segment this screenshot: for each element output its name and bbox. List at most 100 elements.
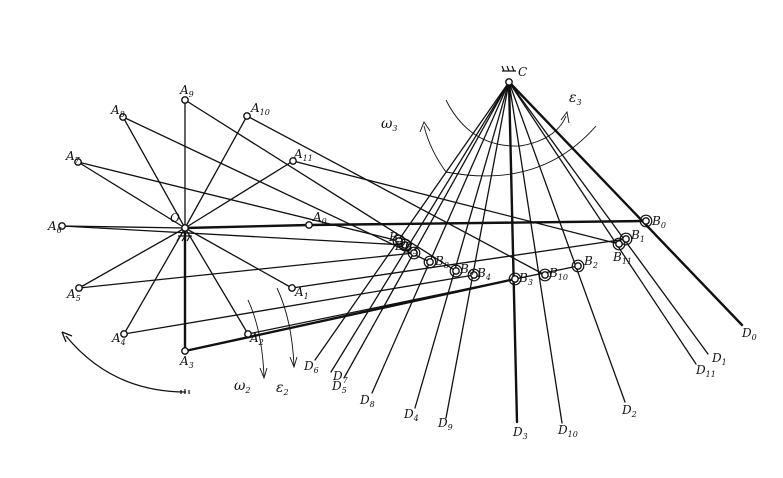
omega2-arrow bbox=[259, 367, 268, 380]
omega2-arc bbox=[247, 299, 265, 377]
crank-point-a7-label: A7 bbox=[65, 149, 81, 165]
crank-point-a8-label: A8 bbox=[110, 103, 125, 119]
rocker-link-5 bbox=[343, 81, 510, 379]
crank-link-7 bbox=[77, 161, 186, 229]
rocker-link-3 bbox=[507, 80, 519, 424]
rocker-link-9 bbox=[445, 81, 510, 419]
eps3-label: ε3 bbox=[569, 90, 582, 107]
rocker-end-d0-label: D0 bbox=[741, 326, 757, 342]
rotation-arcs-layer bbox=[61, 65, 597, 394]
rocker-end-d11-label: D11 bbox=[695, 363, 716, 379]
crank-point-a1-label: A1 bbox=[294, 285, 309, 301]
slider-point-b7-joint bbox=[395, 237, 403, 245]
connecting-rod-0 bbox=[307, 219, 648, 227]
slider-point-b8-joint bbox=[426, 258, 434, 266]
crank-point-a10-joint bbox=[243, 112, 251, 120]
crank-point-a9-label: A9 bbox=[179, 83, 194, 99]
slider-point-b11-joint bbox=[615, 240, 623, 248]
slider-point-b9-joint-ring bbox=[449, 264, 463, 278]
rocker-end-d2-label: D2 bbox=[621, 403, 637, 419]
rocker-end-d4-label: D4 bbox=[403, 407, 419, 423]
slider-point-b4-joint-ring bbox=[467, 268, 481, 282]
crank-rotation-arrow bbox=[61, 331, 73, 343]
crank-point-a1-joint bbox=[288, 284, 296, 292]
slider-point-b0-joint-ring bbox=[639, 214, 653, 228]
joints-layer bbox=[58, 78, 653, 355]
rocker-link-4 bbox=[414, 81, 510, 409]
slider-point-b7-joint-ring bbox=[392, 234, 406, 248]
crank-point-a4-joint bbox=[120, 330, 128, 338]
connecting-rod-4 bbox=[123, 274, 475, 335]
slider-point-b7-label: B7 bbox=[388, 230, 404, 246]
crank-link-4 bbox=[123, 227, 186, 335]
crank-point-a7-joint bbox=[74, 158, 82, 166]
crank-point-a3-label: A3 bbox=[179, 354, 194, 370]
omega3-label: ω3 bbox=[381, 116, 398, 133]
eps3-arrow bbox=[560, 110, 570, 124]
rocker-link-2 bbox=[508, 81, 626, 403]
crank-point-a6-label: A6 bbox=[47, 219, 62, 235]
crank-link-2 bbox=[184, 227, 249, 335]
crank-link-11 bbox=[184, 160, 294, 229]
rocker-end-d6-label: D6 bbox=[303, 359, 319, 375]
slider-point-b0-label: B0 bbox=[651, 214, 666, 230]
omega3-arc bbox=[423, 125, 597, 177]
crank-point-a11-joint bbox=[289, 157, 297, 165]
slider-point-b5-joint bbox=[410, 249, 418, 257]
slider-point-b8-joint-ring bbox=[423, 255, 437, 269]
crank-point-a3-joint bbox=[181, 347, 189, 355]
rocker-link-10 bbox=[508, 81, 563, 424]
omega3-arrow bbox=[419, 121, 431, 133]
pivot-c-joint bbox=[505, 78, 513, 86]
crank-link-6 bbox=[61, 225, 186, 229]
slider-point-b3-joint bbox=[511, 275, 519, 283]
slider-point-b10-joint bbox=[541, 271, 549, 279]
slider-point-b4-label: B4 bbox=[476, 266, 491, 282]
crank-point-a5-joint bbox=[75, 284, 83, 292]
omega2-label: ω2 bbox=[234, 378, 251, 395]
slider-point-b9-label: B9 bbox=[459, 262, 474, 278]
slider-point-b4-joint bbox=[470, 271, 478, 279]
slider-point-b9-joint bbox=[452, 267, 460, 275]
rocker-end-d9-label: D9 bbox=[437, 416, 453, 432]
connecting-rod-7 bbox=[77, 161, 400, 242]
connecting-rod-11 bbox=[292, 160, 620, 245]
connecting-rod-9 bbox=[184, 99, 457, 272]
connecting-rod-3 bbox=[183, 277, 517, 353]
connecting-rod-1 bbox=[291, 238, 627, 289]
rocker-end-d10-label: D10 bbox=[557, 423, 578, 439]
slider-point-b2-joint-ring bbox=[571, 259, 585, 273]
rocker-end-d8-label: D8 bbox=[359, 393, 375, 409]
crank-point-a8-joint bbox=[119, 113, 127, 121]
slider-point-b0-joint bbox=[642, 217, 650, 225]
crank-point-a2-joint bbox=[244, 330, 252, 338]
rocker-link-7 bbox=[330, 81, 510, 373]
pivot-o-label: O bbox=[170, 211, 180, 225]
eps2-arc bbox=[276, 287, 295, 367]
crank-rotation-arc bbox=[65, 335, 187, 393]
slider-point-b11-joint-ring bbox=[612, 237, 626, 251]
slider-point-b2-label: B2 bbox=[583, 254, 598, 270]
crank-link-0 bbox=[183, 223, 311, 230]
slider-point-b8-label: B8 bbox=[434, 254, 449, 270]
rocker-link-1 bbox=[508, 81, 709, 355]
connecting-rod-10 bbox=[246, 115, 546, 276]
crank-link-1 bbox=[184, 227, 293, 289]
ground-hatch-o bbox=[176, 235, 192, 242]
slider-point-b5-joint-ring bbox=[407, 246, 421, 260]
slider-point-b3-joint-ring bbox=[508, 272, 522, 286]
rocker-link-11 bbox=[508, 81, 697, 365]
ground-hatch-c bbox=[501, 65, 516, 72]
pivot-c-label: C bbox=[518, 65, 527, 79]
connecting-rod-6 bbox=[61, 225, 406, 246]
crank-point-a10-label: A10 bbox=[250, 101, 270, 117]
crank-point-a9-joint bbox=[181, 96, 189, 104]
slider-point-b2-joint bbox=[574, 262, 582, 270]
eps2-label: ε2 bbox=[276, 380, 289, 397]
crank-link-8 bbox=[122, 116, 186, 229]
eps3-arc bbox=[445, 99, 567, 147]
crank-point-a0-joint bbox=[305, 221, 313, 229]
